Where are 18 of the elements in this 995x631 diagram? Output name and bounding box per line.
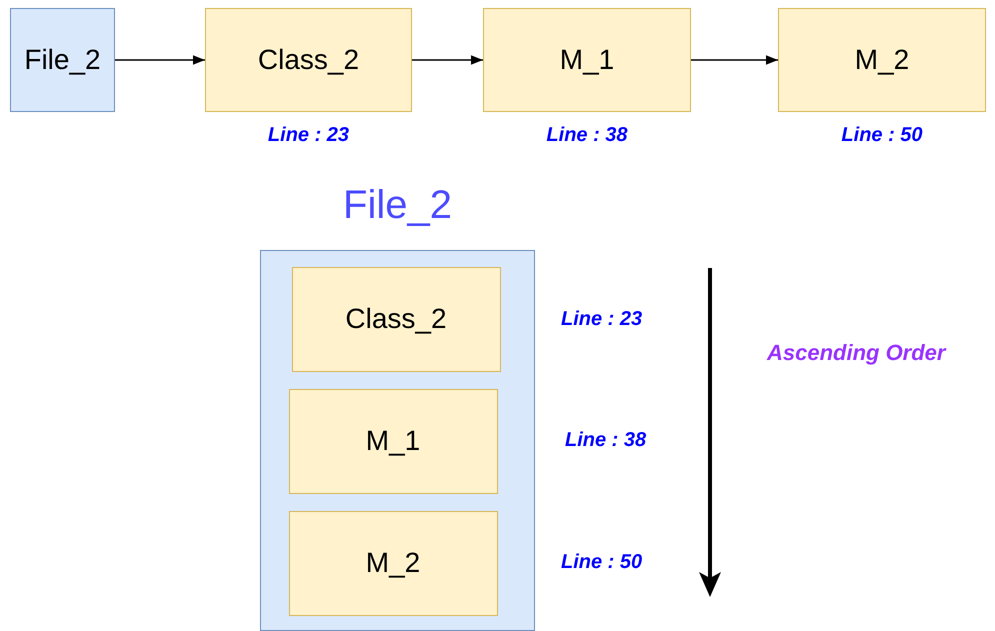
note-label: Ascending Order (767, 340, 946, 366)
line-number-label: Line : 38 (545, 124, 629, 147)
process-box: M_2 (778, 8, 986, 112)
process-box: Class_2 (205, 8, 412, 112)
process-box: Class_2 (292, 266, 500, 372)
line-number-label: Line : 50 (561, 551, 642, 574)
line-number-label: Line : 23 (266, 124, 350, 147)
arrow (115, 55, 205, 65)
process-box: M_1 (288, 388, 498, 494)
process-box: M_2 (288, 510, 498, 616)
process-box: M_1 (483, 8, 691, 112)
line-number-label: Line : 50 (840, 124, 924, 147)
line-number-label: Line : 38 (565, 429, 646, 452)
arrow (412, 55, 483, 65)
file-box: File_2 (10, 8, 115, 112)
arrow (691, 55, 778, 65)
line-number-label: Line : 23 (561, 308, 642, 331)
group-title: File_2 (342, 183, 453, 228)
